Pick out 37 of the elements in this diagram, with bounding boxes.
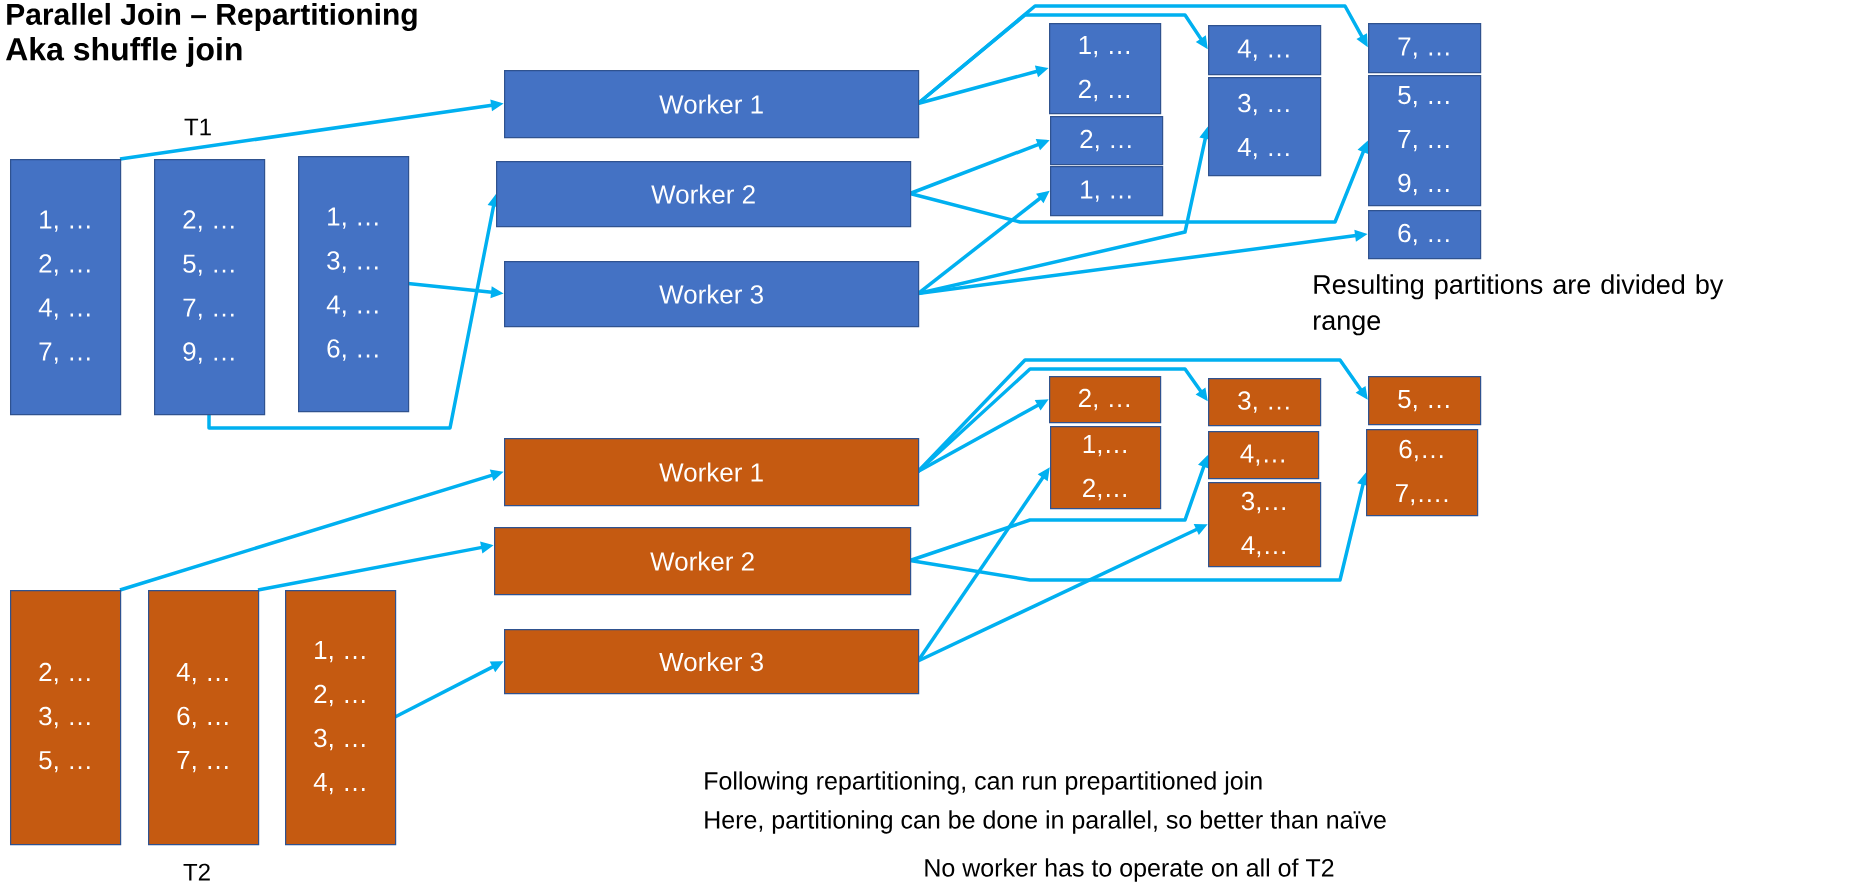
worker-box: Worker 3: [504, 629, 920, 695]
partition-box: 1, … 2, …: [1049, 23, 1162, 115]
partition-box: 4, … 6, … 7, …: [148, 590, 260, 846]
note-text: Here, partitioning can be done in parallel, so better than naïve: [705, 810, 1386, 834]
worker-box: Worker 2: [496, 161, 912, 228]
partition-box: 2, … 5, … 7, … 9, …: [154, 159, 266, 416]
partition-box: 6, …: [1368, 210, 1482, 260]
partition-box: 3, … 4, …: [1208, 77, 1322, 177]
worker-box: Worker 1: [504, 438, 920, 507]
arrow: [916, 367, 1208, 473]
title: Parallel Join – Repartitioning: [7, 2, 417, 32]
worker-box: Worker 2: [494, 527, 912, 596]
partition-box: 1, … 2, … 3, … 4, …: [285, 590, 397, 846]
note-text: Following repartitioning, can run prepartitioned join: [705, 771, 1262, 795]
subtitle: Aka shuffle join: [6, 37, 242, 67]
table-label: T1: [184, 118, 211, 136]
partition-box: 4, …: [1208, 25, 1322, 76]
partition-box: 1,… 2,…: [1050, 426, 1162, 510]
worker-box: Worker 3: [504, 261, 920, 328]
partition-box: 4,…: [1208, 431, 1320, 480]
partition-box: 2, …: [1050, 116, 1164, 166]
partition-box: 2, …: [1049, 376, 1162, 424]
partition-box: 7, …: [1368, 23, 1482, 74]
partition-box: 6,… 7,….: [1366, 429, 1479, 517]
partition-box: 1, …: [1050, 166, 1164, 217]
partition-box: 1, … 3, … 4, … 6, …: [298, 156, 410, 413]
worker-box: Worker 1: [504, 70, 920, 139]
note-text: No worker has to operate on all of T2: [925, 858, 1334, 882]
partition-box: 5, …: [1368, 376, 1482, 426]
arrow: [916, 358, 1368, 473]
partition-box: 3,… 4,…: [1208, 482, 1322, 568]
arrow: [916, 4, 1368, 105]
partition-box: 2, … 3, … 5, …: [10, 590, 122, 846]
partition-box: 3, …: [1208, 378, 1322, 427]
table-label: T2: [183, 863, 210, 881]
note-text: Resulting partitions are divided by range: [1314, 274, 1724, 336]
partition-box: 1, … 2, … 4, … 7, …: [10, 159, 122, 416]
